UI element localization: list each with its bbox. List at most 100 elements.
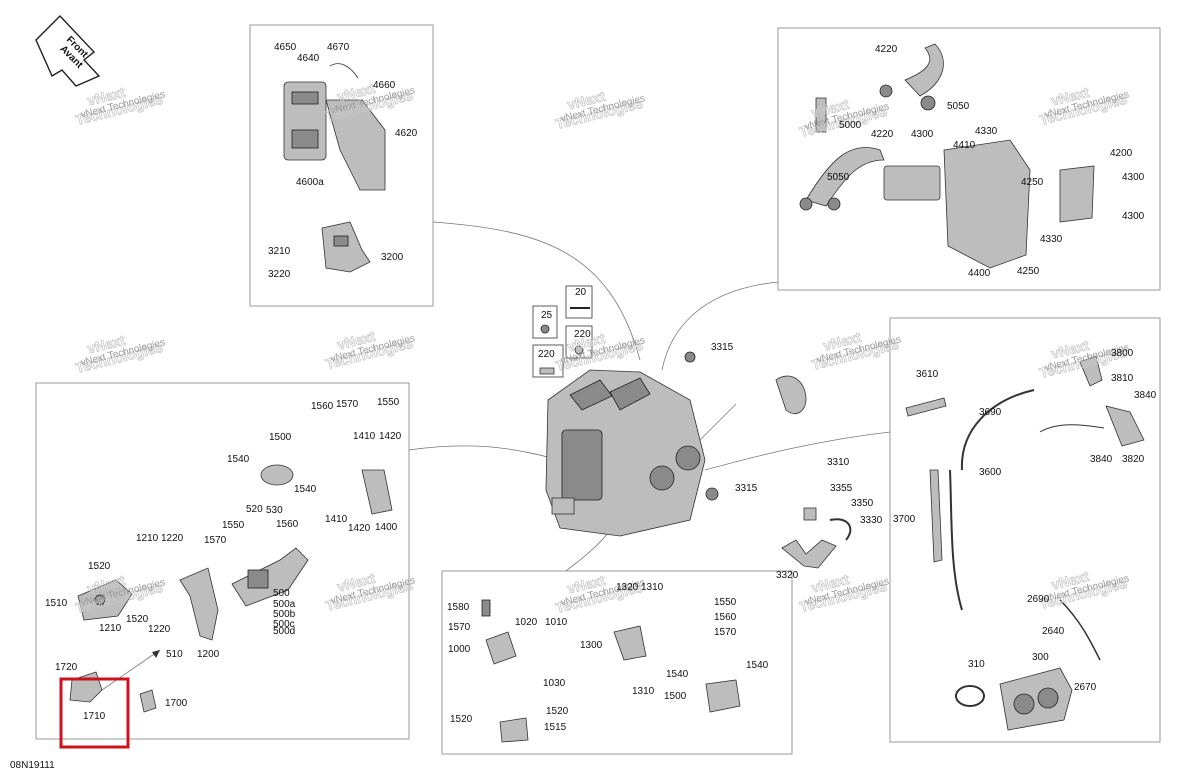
part-callout-1570: 1570 bbox=[714, 627, 737, 638]
part-callout-1310: 1310 bbox=[632, 686, 655, 697]
front-direction-arrow: FrontAvant bbox=[35, 14, 101, 87]
part-callout-500d: 500d bbox=[273, 626, 295, 637]
part-callout-1560: 1560 bbox=[311, 401, 334, 412]
part-callout-1710: 1710 bbox=[83, 711, 106, 722]
ecm-module bbox=[283, 63, 386, 191]
part-callout-1400: 1400 bbox=[375, 522, 398, 533]
part-callout-4250: 4250 bbox=[1021, 177, 1044, 188]
part-callout-4200: 4200 bbox=[1110, 148, 1133, 159]
part-callout-1720: 1720 bbox=[55, 662, 78, 673]
part-callout-1210: 1210 bbox=[99, 623, 122, 634]
part-callout-1520: 1520 bbox=[450, 714, 473, 725]
part-callout-1560: 1560 bbox=[276, 519, 299, 530]
part-callout-3355: 3355 bbox=[830, 483, 853, 494]
part-callout-1500: 1500 bbox=[269, 432, 292, 443]
part-callout-1540: 1540 bbox=[746, 660, 769, 671]
part-callout-1570: 1570 bbox=[204, 535, 227, 546]
part-callout-1580: 1580 bbox=[447, 602, 470, 613]
part-callout-3330: 3330 bbox=[860, 515, 883, 526]
part-callout-4640: 4640 bbox=[297, 53, 320, 64]
part-callout-1220: 1220 bbox=[161, 533, 184, 544]
part-callout-3840: 3840 bbox=[1090, 454, 1113, 465]
part-callout-1220: 1220 bbox=[148, 624, 171, 635]
part-callout-3310: 3310 bbox=[827, 457, 850, 468]
part-callout-4300: 4300 bbox=[911, 129, 934, 140]
part-callout-310: 310 bbox=[968, 659, 985, 670]
mount-parts bbox=[481, 599, 741, 743]
part-callout-4220: 4220 bbox=[875, 44, 898, 55]
part-callout-5000: 5000 bbox=[839, 120, 862, 131]
starter-parts bbox=[77, 464, 393, 641]
part-callout-1520: 1520 bbox=[88, 561, 111, 572]
part-callout-4600a: 4600a bbox=[296, 177, 324, 188]
part-callout-4620: 4620 bbox=[395, 128, 418, 139]
part-callout-3600: 3600 bbox=[979, 467, 1002, 478]
part-callout-3690: 3690 bbox=[979, 407, 1002, 418]
part-callout-1700: 1700 bbox=[165, 698, 188, 709]
throttle-parts bbox=[905, 355, 1145, 731]
part-callout-3350: 3350 bbox=[851, 498, 874, 509]
part-callout-510: 510 bbox=[166, 649, 183, 660]
part-callout-1410: 1410 bbox=[353, 431, 376, 442]
part-callout-1520: 1520 bbox=[126, 614, 149, 625]
part-callout-1570: 1570 bbox=[448, 622, 471, 633]
part-callout-1550: 1550 bbox=[222, 520, 245, 531]
part-callout-1300: 1300 bbox=[580, 640, 603, 651]
part-callout-1540: 1540 bbox=[294, 484, 317, 495]
highlight-box bbox=[59, 677, 130, 749]
part-callout-500b: 500b bbox=[273, 609, 296, 620]
part-callout-3820: 3820 bbox=[1122, 454, 1145, 465]
part-callout-500: 500 bbox=[273, 588, 290, 599]
part-callout-1010: 1010 bbox=[545, 617, 568, 628]
part-callout-220: 220 bbox=[538, 349, 555, 360]
part-callout-2690: 2690 bbox=[1027, 594, 1050, 605]
part-callout-1410: 1410 bbox=[325, 514, 348, 525]
part-callout-1540: 1540 bbox=[666, 669, 689, 680]
part-callout-1540: 1540 bbox=[227, 454, 250, 465]
part-callout-1020: 1020 bbox=[515, 617, 538, 628]
part-callout-3610: 3610 bbox=[916, 369, 939, 380]
part-callout-1560: 1560 bbox=[714, 612, 737, 623]
connector-line bbox=[704, 431, 891, 471]
part-callout-4660: 4660 bbox=[373, 80, 396, 91]
part-callout-300: 300 bbox=[1032, 652, 1049, 663]
part-callout-220: 220 bbox=[574, 329, 591, 340]
part-callout-4650: 4650 bbox=[274, 42, 297, 53]
part-callout-1420: 1420 bbox=[348, 523, 371, 534]
ref-box-220-b bbox=[532, 344, 564, 378]
connector-line bbox=[101, 649, 161, 691]
part-callout-3315: 3315 bbox=[711, 342, 734, 353]
part-callout-1420: 1420 bbox=[379, 431, 402, 442]
connector-line bbox=[432, 221, 641, 361]
part-callout-3320: 3320 bbox=[776, 570, 799, 581]
part-callout-1570: 1570 bbox=[336, 399, 359, 410]
part-callout-3700: 3700 bbox=[893, 514, 916, 525]
part-callout-25: 25 bbox=[541, 310, 553, 321]
ecm-bracket-lower bbox=[321, 221, 371, 273]
part-callout-520: 520 bbox=[246, 504, 263, 515]
part-callout-2640: 2640 bbox=[1042, 626, 1065, 637]
part-callout-1520: 1520 bbox=[546, 706, 569, 717]
part-callout-4250: 4250 bbox=[1017, 266, 1040, 277]
part-callout-3840: 3840 bbox=[1134, 390, 1157, 401]
part-callout-3200: 3200 bbox=[381, 252, 404, 263]
part-callout-1210: 1210 bbox=[136, 533, 159, 544]
engine-assembly bbox=[545, 351, 737, 537]
part-callout-1500: 1500 bbox=[664, 691, 687, 702]
part-callout-3800: 3800 bbox=[1111, 348, 1134, 359]
part-callout-4300: 4300 bbox=[1122, 211, 1145, 222]
part-callout-3220: 3220 bbox=[268, 269, 291, 280]
ignition-coil-assembly bbox=[799, 43, 1095, 269]
part-callout-1510: 1510 bbox=[45, 598, 68, 609]
part-callout-1320: 1320 bbox=[616, 582, 639, 593]
part-callout-1310: 1310 bbox=[641, 582, 664, 593]
